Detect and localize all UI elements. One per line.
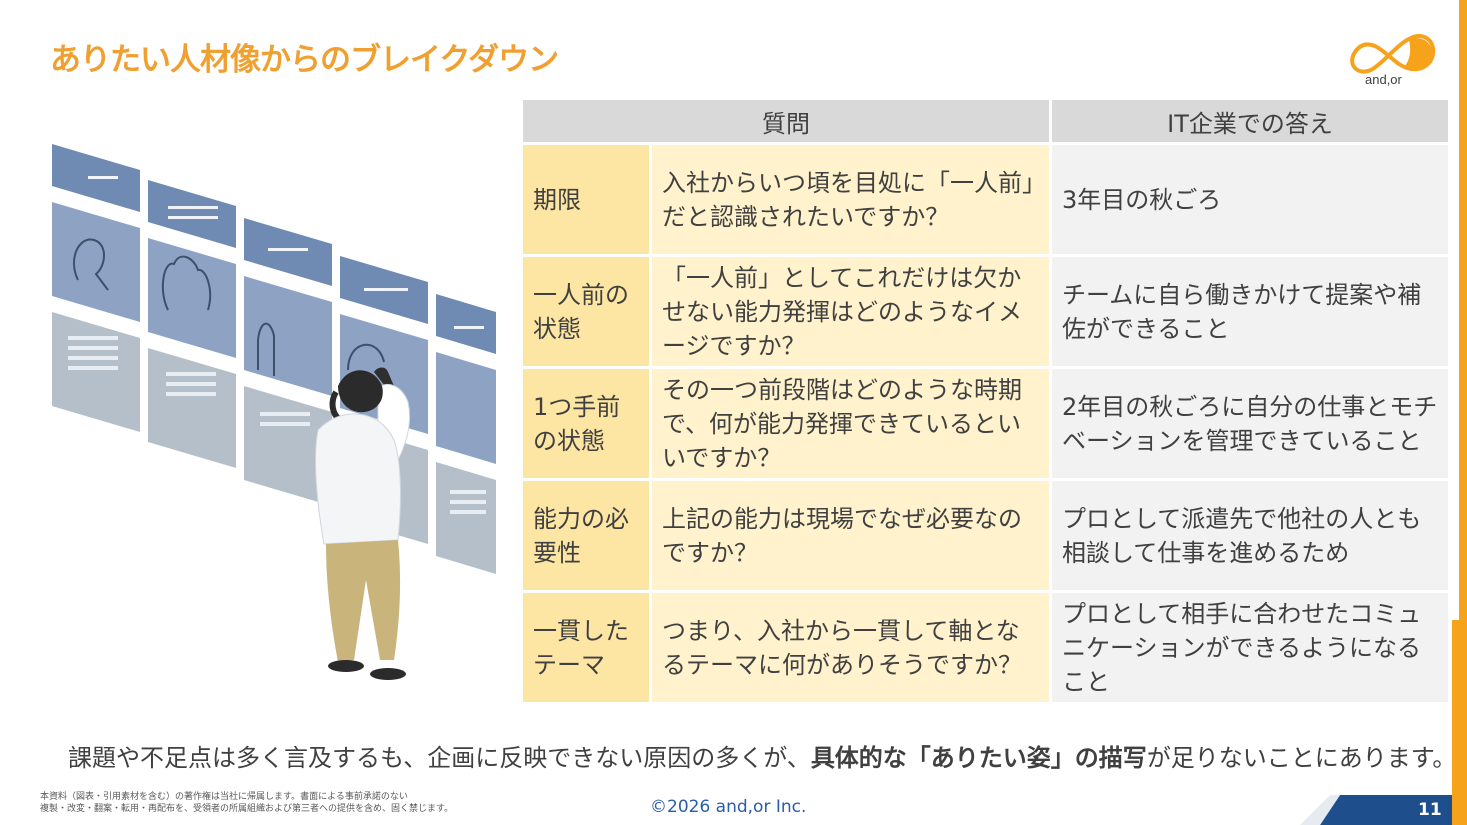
- row-answer: プロとして相手に合わせたコミュニケーションができるようになること: [1052, 593, 1448, 702]
- page-title: ありたい人材像からのブレイクダウン: [50, 42, 559, 78]
- row-label: 1つ手前の状態: [523, 369, 649, 478]
- row-label: 一人前の状態: [523, 257, 649, 366]
- logo-text: and,or: [1365, 72, 1403, 87]
- header-answer: IT企業での答え: [1052, 100, 1448, 142]
- table-row: 一人前の状態 「一人前」としてこれだけは欠かせない能力発揮はどのようなイメージで…: [523, 257, 1448, 366]
- page-number-tab: [1300, 795, 1452, 825]
- row-label: 一貫したテーマ: [523, 593, 649, 702]
- row-label: 期限: [523, 145, 649, 254]
- notice-line-2: 複製・改変・翻案・転用・再配布を、受領者の所属組織および第三者への提供を含め、固…: [40, 804, 454, 814]
- summary-text-before: 課題や不足点は多く言及するも、企画に反映できない原因の多くが、: [68, 744, 811, 772]
- table-row: 能力の必要性 上記の能力は現場でなぜ必要なのですか？ プロとして派遣先で他社の人…: [523, 481, 1448, 590]
- table-row: 1つ手前の状態 その一つ前段階はどのような時期で、何が能力発揮できているといいで…: [523, 369, 1448, 478]
- table-header-row: 質問 IT企業での答え: [523, 100, 1448, 142]
- woman-with-screens-illustration: [52, 144, 496, 680]
- page-number: 11: [1418, 800, 1442, 820]
- row-question: 「一人前」としてこれだけは欠かせない能力発揮はどのようなイメージですか？: [652, 257, 1049, 366]
- notice-line-1: 本資料（図表・引用素材を含む）の著作権は当社に帰属します。書面による事前承諾のな…: [40, 792, 408, 802]
- summary-text-bold: 具体的な「ありたい姿」の描写: [810, 744, 1147, 772]
- breakdown-table: 質問 IT企業での答え 期限 入社からいつ頃を目処に「一人前」だと認識されたいで…: [520, 97, 1451, 705]
- right-accent-bar: [1459, 0, 1467, 825]
- copyright-text: ©2026 and,or Inc.: [650, 797, 807, 817]
- row-question: 入社からいつ頃を目処に「一人前」だと認識されたいですか？: [652, 145, 1049, 254]
- woman-figure: [315, 367, 411, 680]
- header-question: 質問: [523, 100, 1049, 142]
- row-answer: 3年目の秋ごろ: [1052, 145, 1448, 254]
- copyright-notice: 本資料（図表・引用素材を含む）の著作権は当社に帰属します。書面による事前承諾のな…: [40, 791, 453, 815]
- screen-wall: [52, 144, 496, 574]
- row-question: 上記の能力は現場でなぜ必要なのですか？: [652, 481, 1049, 590]
- summary-text-after: が足りないことにあります。: [1146, 744, 1457, 772]
- brand-logo: and,or: [1350, 34, 1436, 87]
- row-question: その一つ前段階はどのような時期で、何が能力発揮できているといいですか？: [652, 369, 1049, 478]
- row-answer: プロとして派遣先で他社の人とも相談して仕事を進めるため: [1052, 481, 1448, 590]
- row-answer: チームに自ら働きかけて提案や補佐ができること: [1052, 257, 1448, 366]
- summary-statement: 課題や不足点は多く言及するも、企画に反映できない原因の多くが、具体的な「ありたい…: [68, 738, 1456, 773]
- row-answer: 2年目の秋ごろに自分の仕事とモチベーションを管理できていること: [1052, 369, 1448, 478]
- row-label: 能力の必要性: [523, 481, 649, 590]
- row-question: つまり、入社から一貫して軸となるテーマに何がありそうですか？: [652, 593, 1049, 702]
- right-accent-bar-lower: [1452, 620, 1459, 825]
- table-row: 期限 入社からいつ頃を目処に「一人前」だと認識されたいですか？ 3年目の秋ごろ: [523, 145, 1448, 254]
- table-row: 一貫したテーマ つまり、入社から一貫して軸となるテーマに何がありそうですか？ プ…: [523, 593, 1448, 702]
